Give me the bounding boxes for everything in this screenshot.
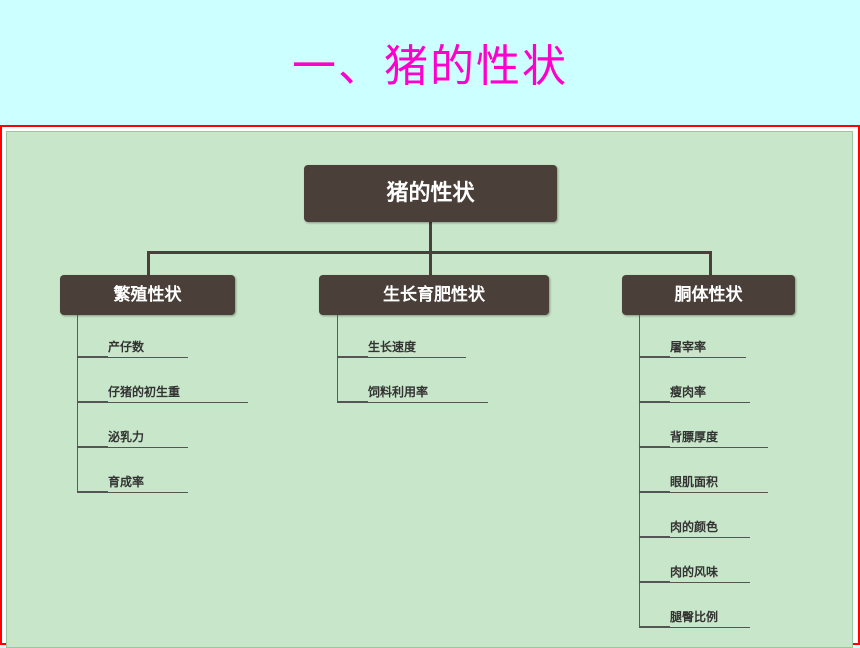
list-item: 泌乳力 xyxy=(77,427,188,448)
list-item: 腿臀比例 xyxy=(639,607,750,628)
diagram-panel: 猪的性状 繁殖性状 生长育肥性状 胴体性状 产仔数 仔猪的初生重 泌乳力 育成率… xyxy=(6,131,853,648)
branch-2-connector xyxy=(429,251,432,275)
list-item: 肉的风味 xyxy=(639,562,750,583)
column-1-spine xyxy=(77,315,78,493)
list-item: 生长速度 xyxy=(337,337,466,358)
diagram-frame: 猪的性状 繁殖性状 生长育肥性状 胴体性状 产仔数 仔猪的初生重 泌乳力 育成率… xyxy=(0,125,860,648)
root-connector xyxy=(429,222,432,252)
category-node-growth: 生长育肥性状 xyxy=(319,275,549,315)
branch-1-connector xyxy=(147,251,150,275)
list-item: 眼肌面积 xyxy=(639,472,768,493)
category-node-carcass: 胴体性状 xyxy=(622,275,795,315)
list-item: 育成率 xyxy=(77,472,188,493)
branch-3-connector xyxy=(709,251,712,275)
list-item: 背膘厚度 xyxy=(639,427,768,448)
list-item: 瘦肉率 xyxy=(639,382,750,403)
list-item: 饲料利用率 xyxy=(337,382,488,403)
category-node-reproduction: 繁殖性状 xyxy=(60,275,235,315)
column-3-spine xyxy=(639,315,640,628)
column-2-spine xyxy=(337,315,338,403)
list-item: 肉的颜色 xyxy=(639,517,750,538)
root-node: 猪的性状 xyxy=(304,165,557,222)
list-item: 产仔数 xyxy=(77,337,188,358)
list-item: 仔猪的初生重 xyxy=(77,382,248,403)
slide-title: 一、猪的性状 xyxy=(292,41,568,92)
list-item: 屠宰率 xyxy=(639,337,746,358)
